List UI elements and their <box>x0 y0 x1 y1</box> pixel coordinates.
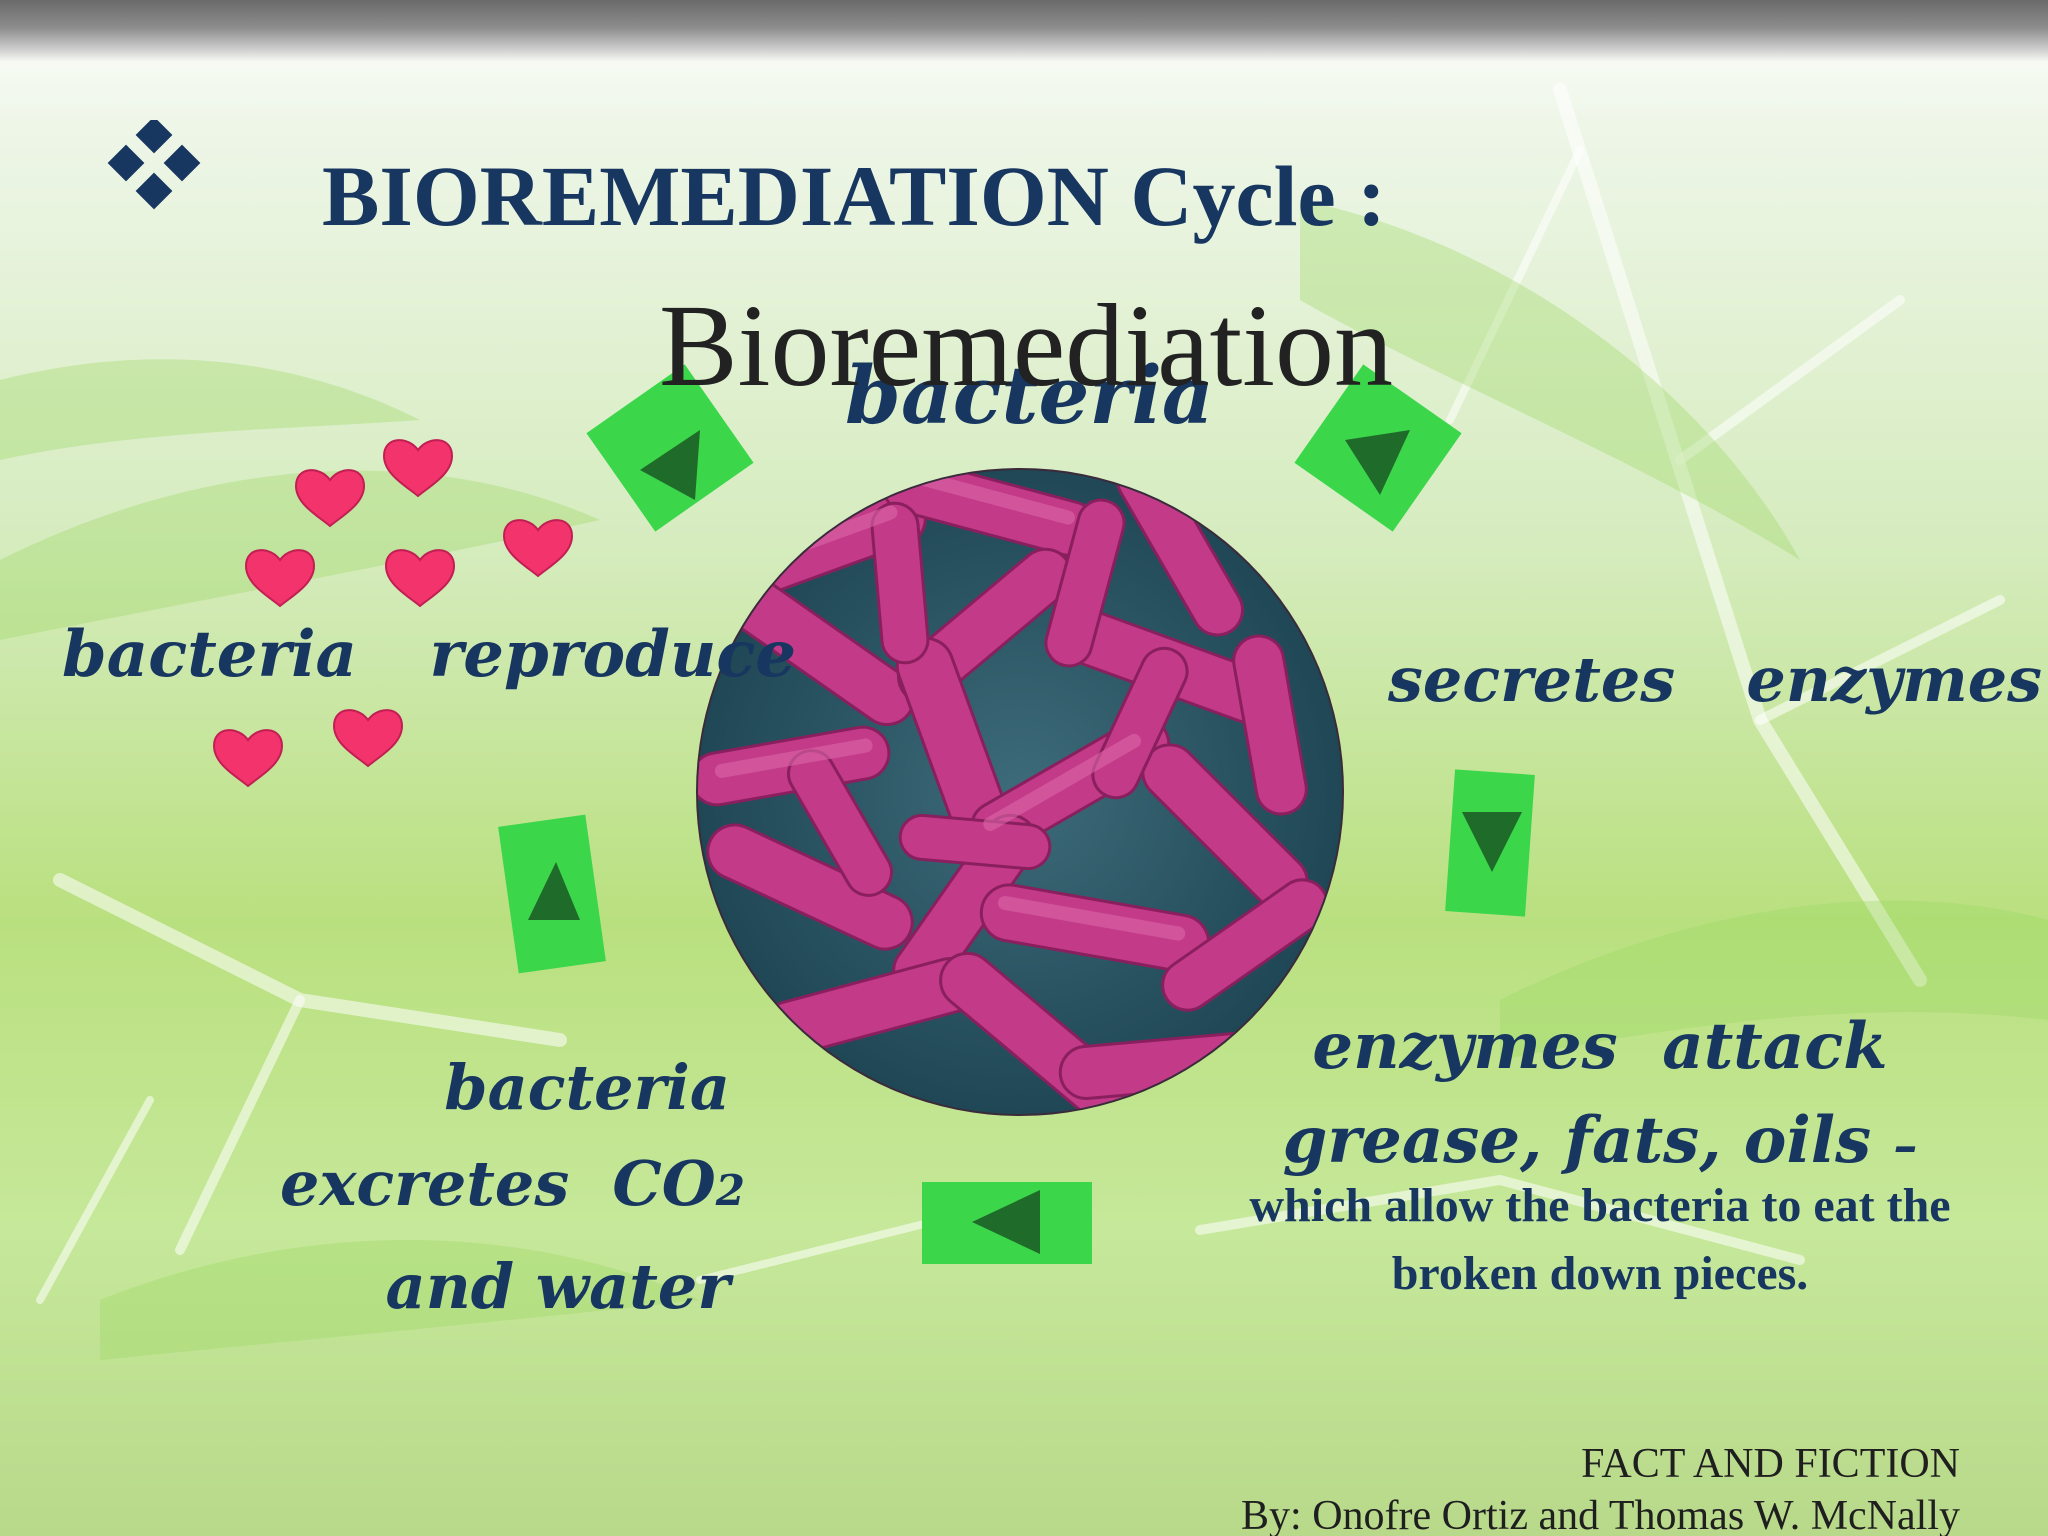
excretes-line-3: and water <box>280 1239 730 1335</box>
heart-icon <box>296 470 364 526</box>
attack-text: enzymes attack grease, fats, oils <box>1283 1009 1910 1178</box>
heart-icon <box>334 710 402 766</box>
heart-icon <box>246 550 314 606</box>
arrow-right-down <box>1445 769 1535 916</box>
slide-subtitle: Bioremediation <box>0 282 2048 410</box>
heart-icon <box>504 520 572 576</box>
heart-icon <box>386 550 454 606</box>
credit-title: FACT AND FICTION <box>1581 1440 1960 1488</box>
excretes-co2-text: excretes CO <box>280 1147 716 1220</box>
heart-icon <box>384 440 452 496</box>
step-attack-detail: which allow the bacteria to eat the brok… <box>1240 1172 1960 1308</box>
step-enzymes-attack: enzymes attack grease, fats, oils – <box>1280 1000 1920 1193</box>
attack-dash: – <box>1893 1118 1917 1174</box>
step-secretes-enzymes: secretes enzymes <box>1388 644 2042 716</box>
heart-icon <box>214 730 282 786</box>
arrow-left-up <box>498 815 606 974</box>
excretes-line-2: excretes CO2 <box>280 1136 730 1239</box>
step-bacteria-excretes: bacteria excretes CO2 and water <box>280 1040 730 1335</box>
excretes-line-1: bacteria <box>280 1040 730 1136</box>
credit-authors: By: Onofre Ortiz and Thomas W. McNally <box>1241 1492 1960 1536</box>
step-bacteria-reproduce: bacteria reproduce <box>62 618 796 692</box>
subtitle-text: Bioremediation <box>659 282 1393 410</box>
excretes-subscript: 2 <box>716 1166 745 1215</box>
bacteria-micrograph-image <box>687 446 1350 1132</box>
arrow-bottom-left <box>922 1182 1092 1264</box>
hearts-group <box>214 440 572 786</box>
